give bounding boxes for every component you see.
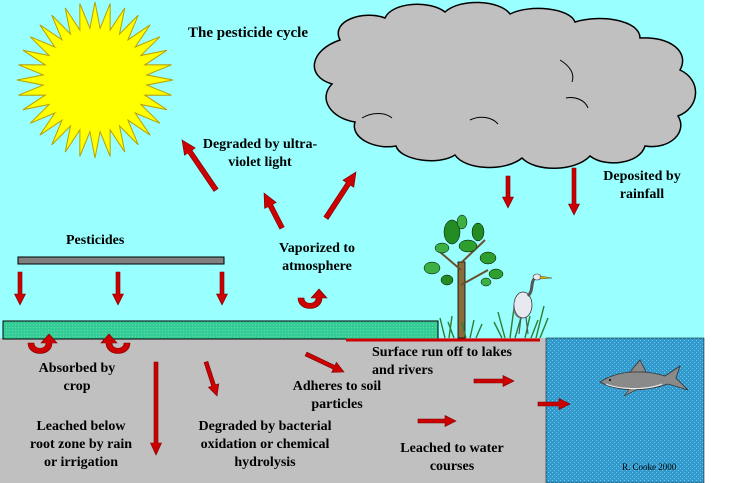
credit-text: R. Cooke 2000 [622,462,677,472]
label-degraded-uv-line2: violet light [228,155,292,170]
label-degraded-uv-line1: Degraded by ultra- [202,137,318,152]
arrow-spray-3 [216,271,228,306]
label-adheres-soil: Adheres to soil particles [272,378,402,414]
label-leached-root-zone-line2: root zone by rain [29,437,132,452]
label-absorbed-crop-line1: Absorbed by [38,361,116,376]
label-adheres-soil-line1: Adheres to soil [292,379,382,394]
label-leached-water: Leached to water courses [382,440,522,476]
label-degraded-uv: Degraded by ultra- violet light [190,136,330,172]
sun-rays [16,1,174,159]
arrow-runoff-lake [473,375,515,387]
arrow-leached-water-2 [537,398,571,410]
arrow-degraded-bacterial [203,361,220,397]
arrow-spray-2 [112,271,124,306]
label-surface-runoff-line2: and rivers [372,363,434,378]
diagram-title: The pesticide cycle [188,25,308,41]
label-leached-root-zone-line1: Leached below [36,419,126,434]
label-leached-root-zone: Leached below root zone by rain or irrig… [16,418,146,472]
label-surface-runoff: Surface run off to lakes and rivers [372,344,512,380]
water-body [545,337,705,483]
label-adheres-soil-line2: particles [311,397,363,412]
sun-icon [16,1,174,159]
right-margin [704,0,729,483]
label-surface-runoff-line1: Surface run off to lakes [372,345,512,360]
curved-arrow-absorbed-right [100,333,131,354]
label-degraded-bacterial-line2: oxidation or chemical [200,437,330,452]
heron-icon [513,273,553,335]
label-degraded-bacterial: Degraded by bacterial oxidation or chemi… [180,418,350,472]
tree-icon [423,214,504,339]
arrow-spray-1 [14,271,26,306]
label-vaporized-line2: atmosphere [282,259,352,274]
spray-bar-icon [17,256,225,265]
curved-arrow-absorbed-left [27,333,58,354]
label-degraded-bacterial-line1: Degraded by bacterial [198,419,332,434]
label-deposited-rainfall-line1: Deposited by [603,169,681,184]
curved-arrow-vaporize [297,288,328,309]
arrow-adheres-soil [304,351,345,373]
arrow-leached-root-zone [150,361,162,456]
label-absorbed-crop: Absorbed by crop [22,360,132,396]
label-pesticides: Pesticides [66,233,125,248]
ground [0,338,546,483]
arrow-rainfall-1 [502,175,514,209]
arrow-uv-degradation [181,139,219,192]
label-degraded-bacterial-line3: hydrolysis [234,455,296,470]
arrow-vaporized-right [323,171,357,220]
arrow-vaporized-left [263,192,285,230]
label-absorbed-crop-line2: crop [63,379,91,394]
crop-field [2,320,439,340]
label-deposited-rainfall-line2: rainfall [619,187,665,202]
shark-icon [599,359,689,397]
label-leached-water-line2: courses [429,459,475,474]
arrow-leached-water-1 [417,415,457,427]
label-leached-water-line1: Leached to water [400,441,504,456]
label-leached-root-zone-line3: or irrigation [43,455,118,470]
label-deposited-rainfall: Deposited by rainfall [592,168,692,204]
cloud-icon [313,1,697,169]
arrows-layer [14,139,580,456]
arrow-rainfall-2 [568,167,580,216]
label-vaporized-line1: Vaporized to [278,241,356,256]
label-vaporized: Vaporized to atmosphere [262,240,372,276]
